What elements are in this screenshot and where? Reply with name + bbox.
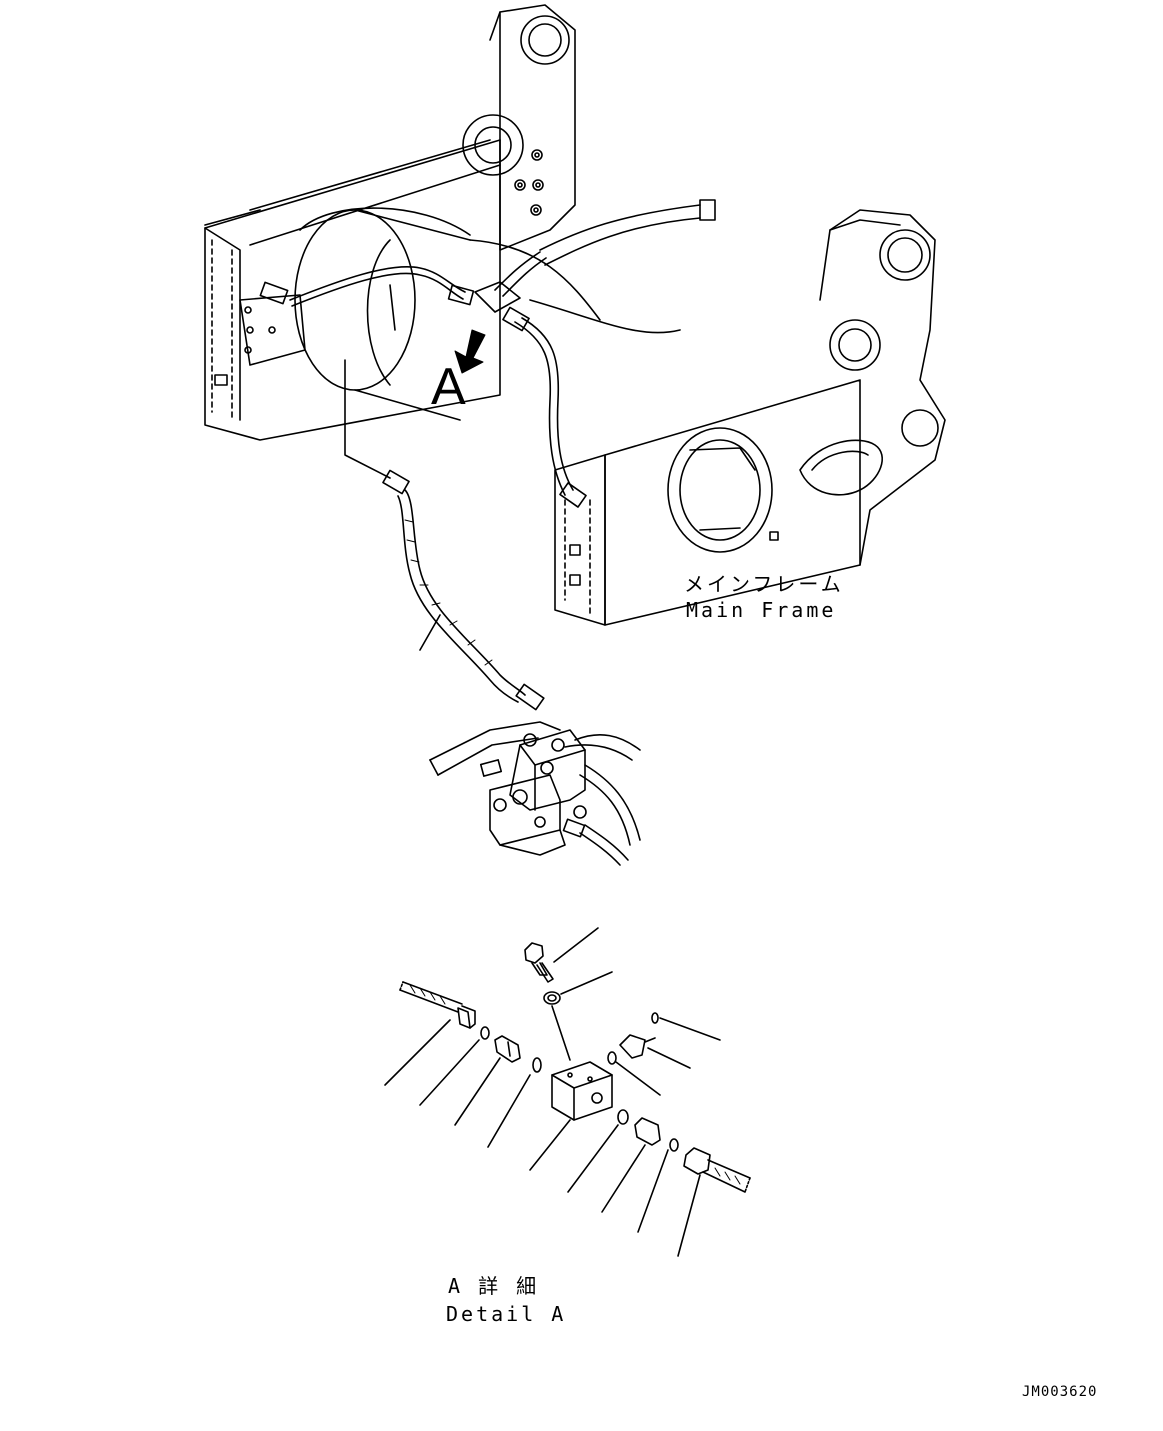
valve-assembly: [429, 721, 641, 866]
upper-hose-assembly: [239, 251, 587, 508]
callout-arrow-icon: [454, 329, 486, 374]
detail-label-jp: A 詳 細: [448, 1274, 540, 1298]
detail-a-exploded-view: [384, 927, 751, 1257]
callout-label-a: A: [431, 358, 466, 416]
main-frame-drawing: [204, 4, 946, 626]
main-frame-label-jp: メインフレーム: [684, 572, 844, 596]
main-frame-label-en: Main Frame: [686, 598, 837, 622]
detail-label-en: Detail A: [446, 1302, 567, 1326]
lower-hose: [382, 469, 545, 711]
drawing-code: JM003620: [1022, 1384, 1098, 1400]
